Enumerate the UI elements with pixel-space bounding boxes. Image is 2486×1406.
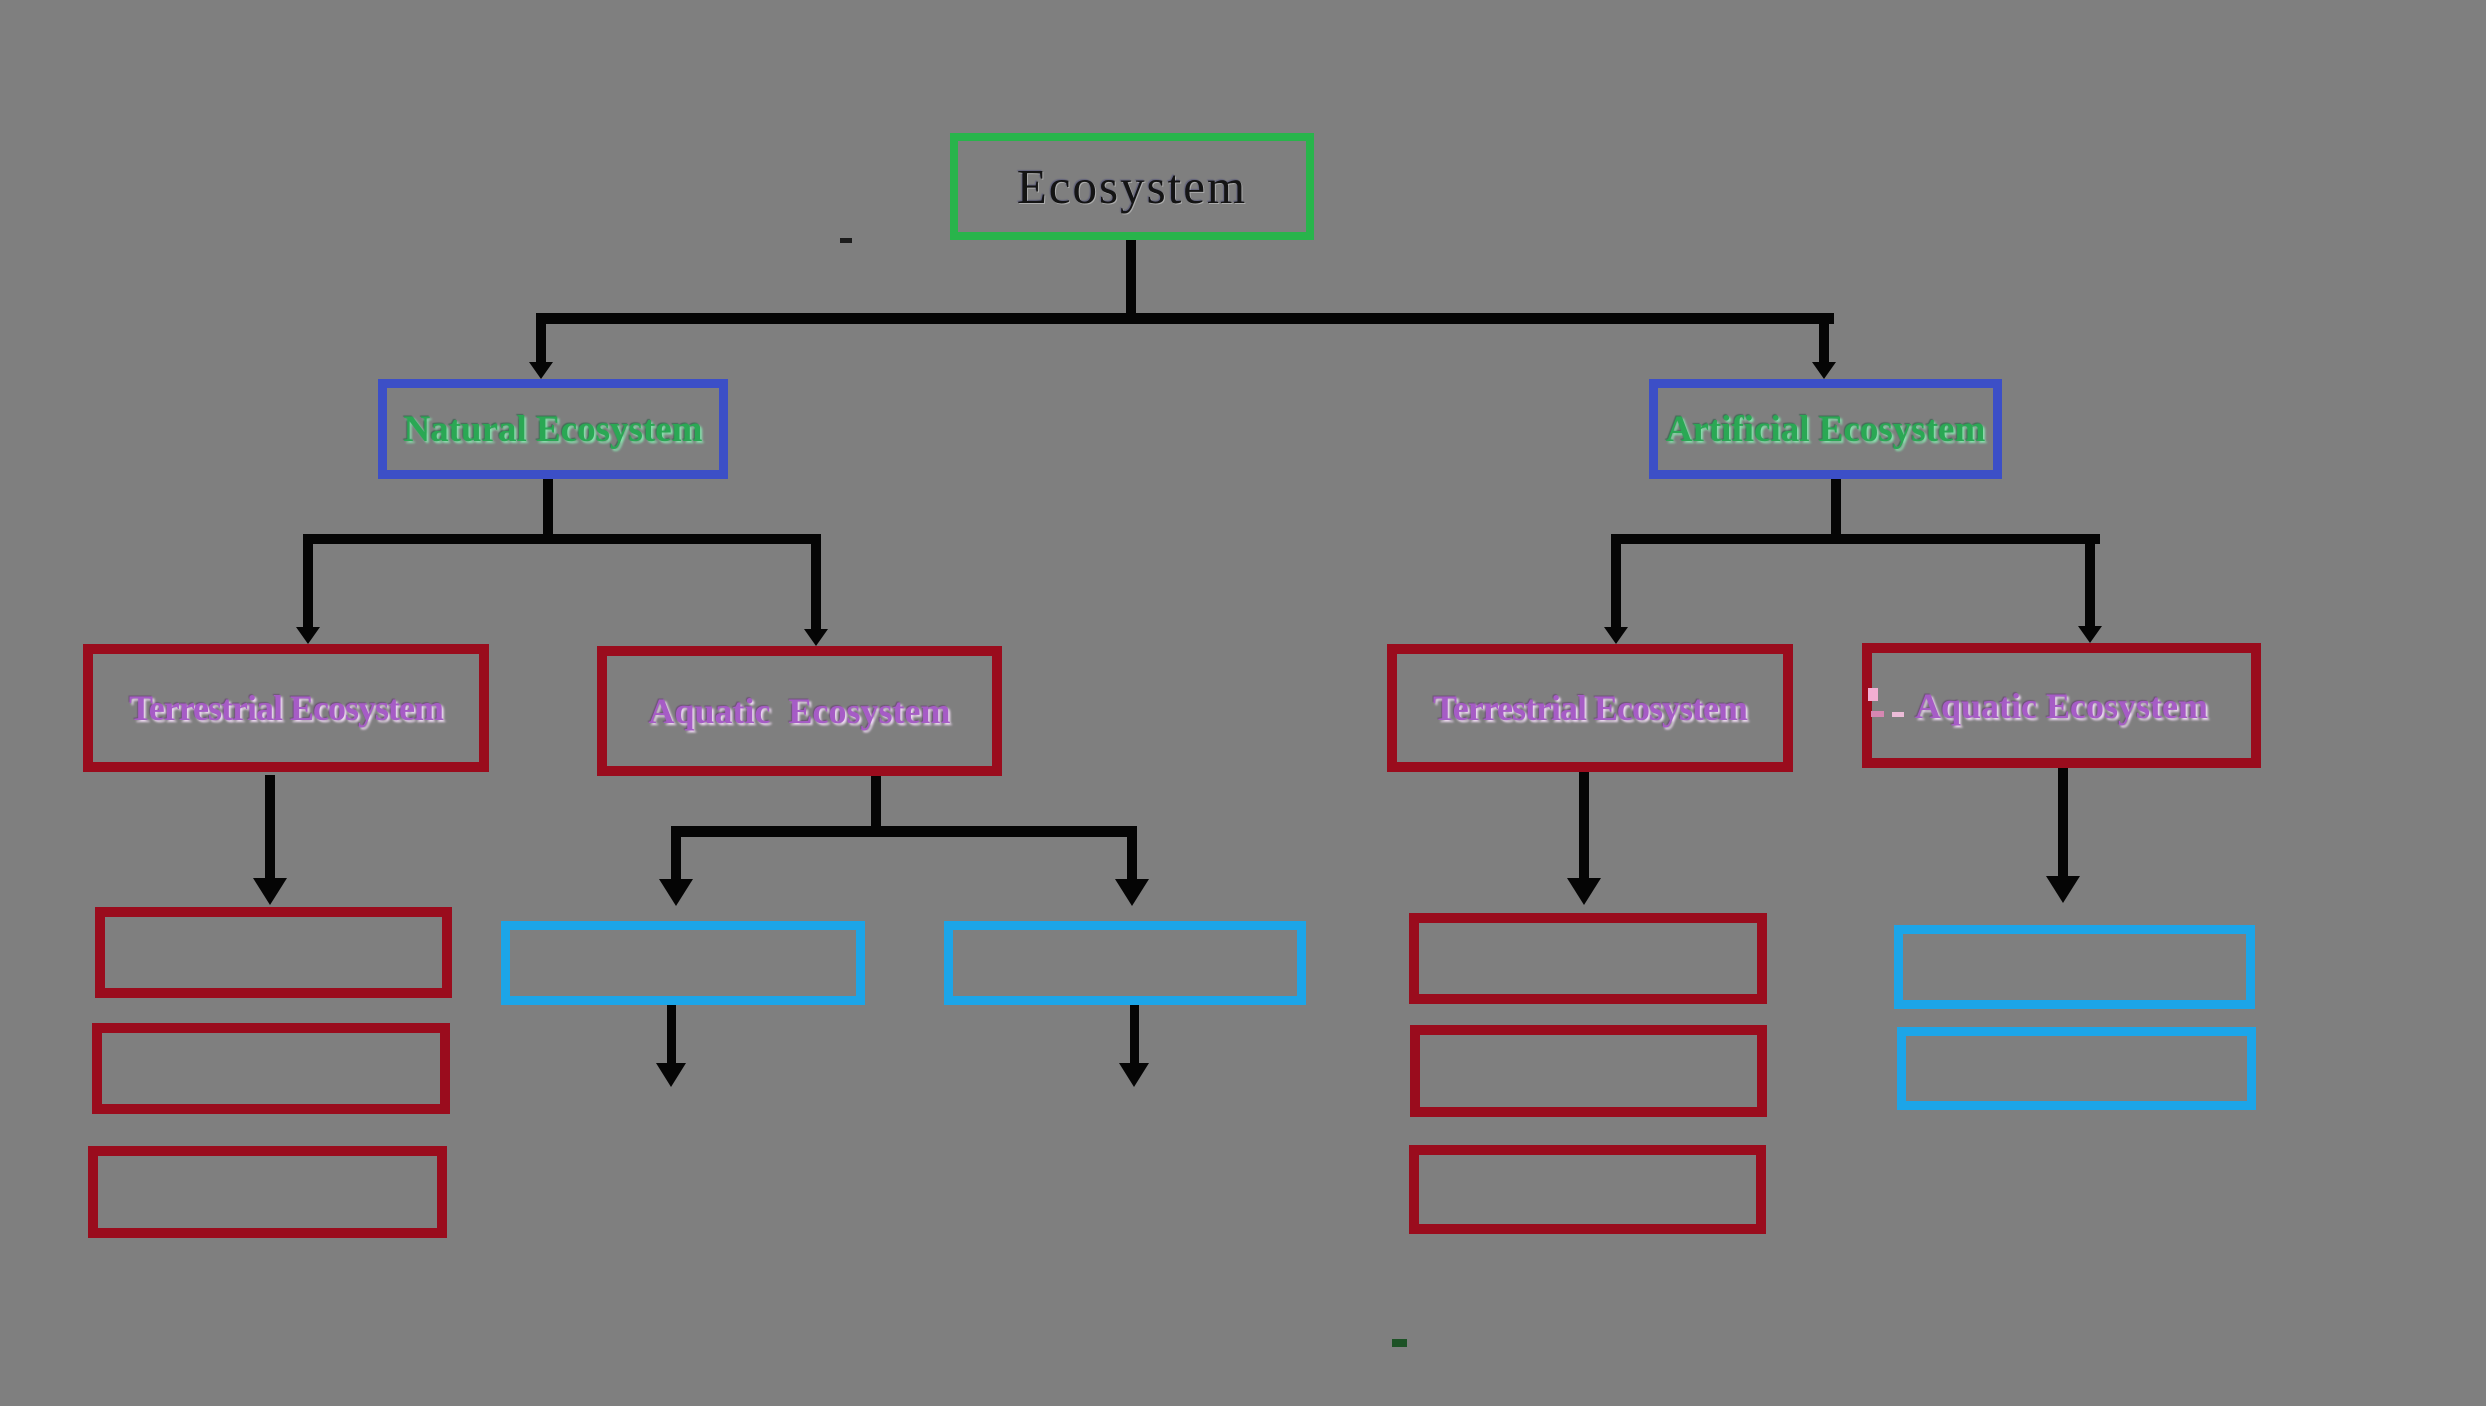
- empty-box-aquatic-right-2: [1897, 1027, 2256, 1110]
- node-artificial-ecosystem: Artificial Ecosystem: [1649, 379, 2002, 479]
- empty-box-aquatic-left-1: [501, 921, 865, 1005]
- arrowhead-below-cyan2: [1119, 1063, 1149, 1087]
- node-artificial-ecosystem-label: Artificial Ecosystem: [1665, 408, 1986, 450]
- connector-natural-bar: [308, 534, 821, 544]
- stray-mark-aquatic-right-1: [1868, 688, 1878, 701]
- arrowhead-natural: [529, 362, 553, 379]
- node-natural-ecosystem: Natural Ecosystem: [378, 379, 728, 479]
- arrowhead-terrestrial-right-down: [1567, 878, 1601, 905]
- empty-box-terrestrial-right-2: [1410, 1025, 1767, 1117]
- empty-box-terrestrial-left-2: [92, 1023, 450, 1114]
- connector-aquatic-left-bar: [674, 826, 1137, 837]
- empty-box-terrestrial-left-1: [95, 907, 452, 998]
- connector-drop-artificial: [1819, 313, 1829, 367]
- arrow-aquatic-right-down: [2058, 768, 2068, 878]
- node-ecosystem: Ecosystem: [950, 133, 1314, 240]
- arrowhead-aquatic-left: [804, 629, 828, 646]
- connector-natural-stem: [543, 479, 553, 540]
- stray-mark-top: [840, 238, 852, 243]
- arrowhead-aquatic-right: [2078, 626, 2102, 643]
- node-ecosystem-label: Ecosystem: [1016, 159, 1248, 214]
- arrow-terrestrial-left-down: [265, 775, 275, 881]
- arrowhead-terrestrial-left: [296, 627, 320, 644]
- arrow-cyan1-down: [671, 826, 681, 882]
- arrow-below-cyan2: [1130, 1005, 1139, 1065]
- arrow-cyan2-down: [1127, 826, 1137, 882]
- connector-drop-aquatic-left: [811, 534, 821, 632]
- connector-artificial-bar: [1616, 534, 2100, 544]
- node-terrestrial-ecosystem-left: Terrestrial Ecosystem: [83, 644, 489, 772]
- empty-box-terrestrial-left-3: [88, 1146, 447, 1238]
- node-terrestrial-ecosystem-right: Terrestrial Ecosystem: [1387, 644, 1793, 772]
- empty-box-aquatic-right-1: [1894, 925, 2255, 1009]
- node-aquatic-ecosystem-right: Aquatic Ecosystem: [1862, 643, 2261, 768]
- arrow-terrestrial-right-down: [1579, 772, 1589, 880]
- connector-drop-terrestrial-left: [303, 534, 313, 630]
- node-aquatic-ecosystem-left: Aquatic Ecosystem: [597, 646, 1002, 776]
- connector-artificial-stem: [1831, 479, 1841, 540]
- connector-root-stem: [1126, 240, 1136, 318]
- arrowhead-below-cyan1: [656, 1063, 686, 1087]
- arrowhead-cyan2-down: [1115, 879, 1149, 906]
- arrowhead-terrestrial-left-down: [253, 878, 287, 905]
- stray-mark-aquatic-right-2: [1871, 711, 1884, 717]
- node-aquatic-right-label: Aquatic Ecosystem: [1915, 685, 2208, 726]
- node-aquatic-left-label: Aquatic Ecosystem: [648, 691, 951, 731]
- empty-box-aquatic-left-2: [944, 921, 1306, 1005]
- arrowhead-aquatic-right-down: [2046, 876, 2080, 903]
- node-terrestrial-right-label: Terrestrial Ecosystem: [1433, 688, 1748, 728]
- arrowhead-terrestrial-right: [1604, 627, 1628, 644]
- connector-top-bar: [541, 313, 1834, 324]
- connector-drop-aquatic-right: [2085, 534, 2095, 629]
- stray-mark-bottom: [1392, 1339, 1407, 1347]
- arrowhead-cyan1-down: [659, 879, 693, 906]
- connector-drop-natural: [536, 313, 546, 367]
- empty-box-terrestrial-right-1: [1409, 913, 1767, 1004]
- arrowhead-artificial: [1812, 362, 1836, 379]
- stray-mark-aquatic-right-3: [1892, 712, 1904, 717]
- node-terrestrial-left-label: Terrestrial Ecosystem: [129, 688, 444, 728]
- empty-box-terrestrial-right-3: [1409, 1145, 1766, 1234]
- node-natural-ecosystem-label: Natural Ecosystem: [403, 408, 703, 450]
- arrow-below-cyan1: [667, 1005, 676, 1065]
- connector-drop-terrestrial-right: [1611, 534, 1621, 630]
- connector-aquatic-left-stem: [871, 776, 881, 834]
